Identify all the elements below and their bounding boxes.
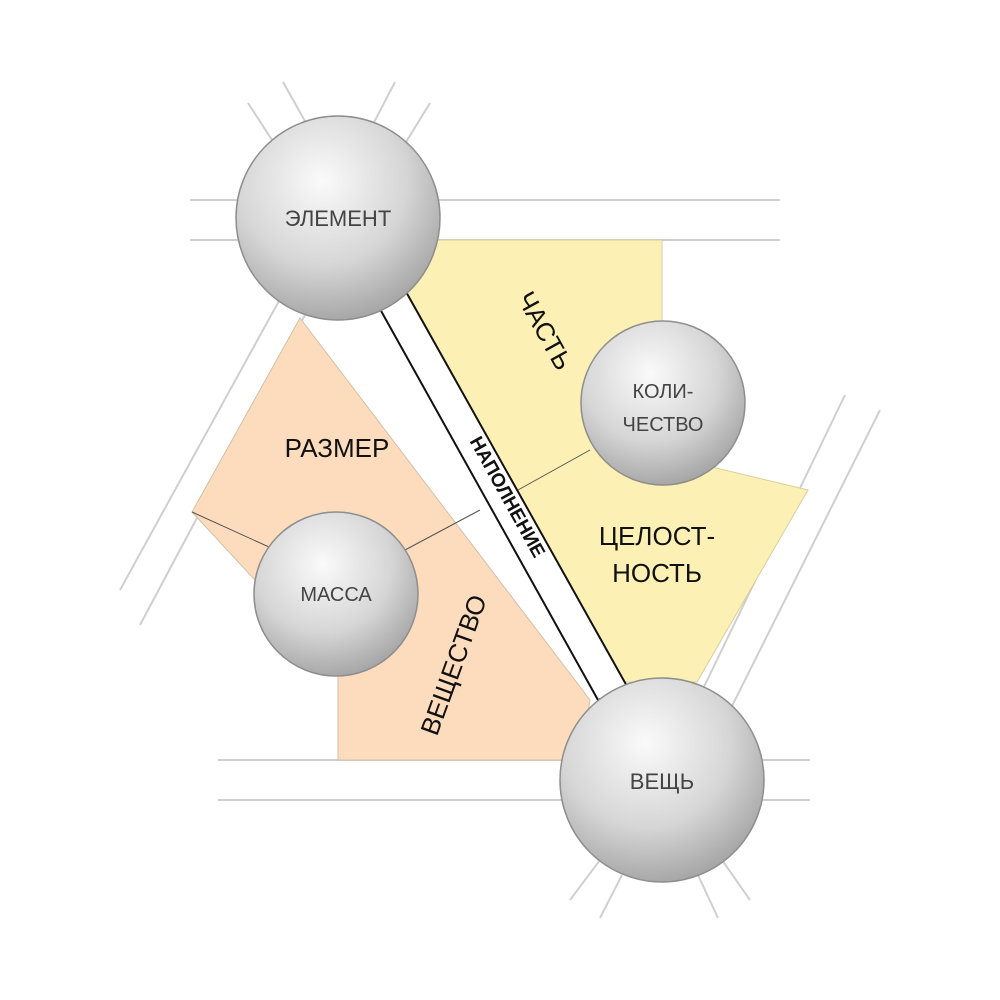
ray-veshch-3 <box>697 874 719 919</box>
node-label-kolichestvo-1: КОЛИ- <box>633 381 694 403</box>
sphere-element <box>235 115 441 321</box>
sphere-veshch <box>559 677 765 883</box>
node-label-massa: МАССА <box>300 584 372 606</box>
rail-left-1 <box>119 289 286 591</box>
region-label-tselostnost-2: НОСТЬ <box>612 558 702 588</box>
node-label-element: ЭЛЕМЕНТ <box>285 206 392 231</box>
ray-veshch-2 <box>599 874 623 919</box>
ray-veshch-4 <box>721 859 751 901</box>
rail-right-2 <box>729 409 881 711</box>
node-label-veshch: ВЕЩЬ <box>630 769 694 794</box>
node-kolichestvo: КОЛИ- ЧЕСТВО <box>580 320 746 486</box>
divider-razmer-veshchestvo-2 <box>404 509 481 551</box>
node-veshch: ВЕЩЬ <box>559 677 765 883</box>
region-dividers <box>191 449 591 553</box>
node-massa: МАССА <box>253 511 419 677</box>
sphere-kolichestvo <box>580 320 746 486</box>
node-element: ЭЛЕМЕНТ <box>235 115 441 321</box>
node-label-kolichestvo-2: ЧЕСТВО <box>623 414 704 436</box>
region-label-razmer: РАЗМЕР <box>285 433 390 463</box>
ray-veshch-1 <box>569 859 601 901</box>
divider-chast-tselostnost <box>517 449 591 491</box>
divider-razmer-veshchestvo <box>191 511 281 553</box>
region-label-tselostnost-1: ЦЕЛОСТ- <box>599 521 715 551</box>
sphere-massa <box>253 511 419 677</box>
